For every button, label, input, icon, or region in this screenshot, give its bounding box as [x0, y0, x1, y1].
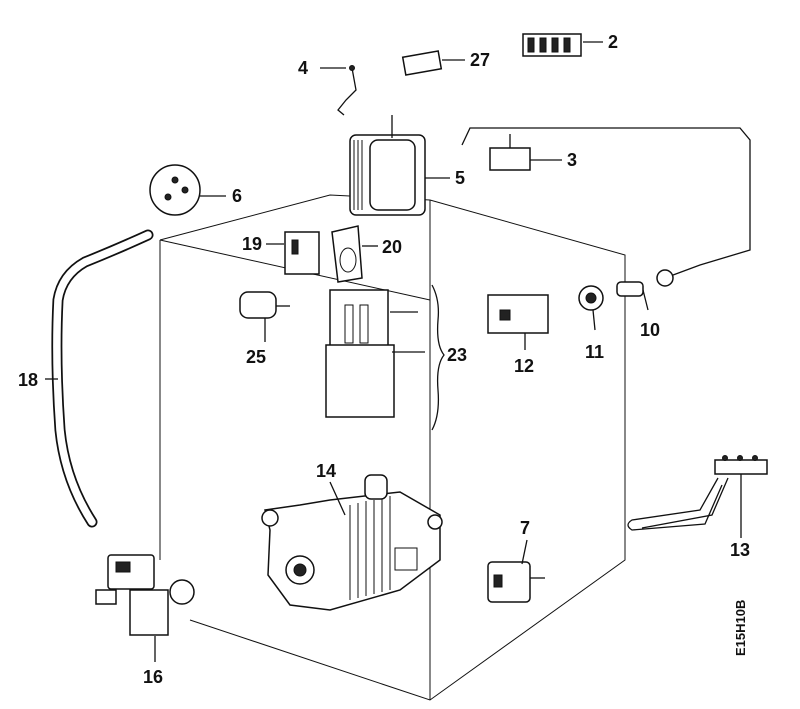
- part-27-component: [401, 50, 465, 76]
- part-20-gasket: [331, 225, 378, 283]
- part-label-23: 23: [447, 345, 467, 365]
- part-10-sensor: [616, 269, 674, 311]
- cabinet-outline: [159, 194, 626, 701]
- part-19-door-interlock: [266, 231, 320, 275]
- part-25-capacitor: [239, 291, 290, 342]
- part-label-6: 6: [232, 186, 242, 206]
- part-label-27: 27: [470, 50, 490, 70]
- part-label-11: 11: [585, 342, 604, 362]
- part-label-2: 2: [608, 32, 618, 52]
- part-5-programmer: [349, 115, 450, 216]
- part-7-valve: [487, 539, 545, 603]
- part-label-10: 10: [640, 320, 660, 340]
- part-label-25: 25: [246, 347, 266, 367]
- part-4-wire: [320, 65, 357, 116]
- part-16-pump: [95, 554, 195, 662]
- part-6-component: [149, 164, 226, 216]
- part-label-19: 19: [242, 234, 262, 254]
- part-12-switch: [487, 294, 549, 350]
- part-label-16: 16: [143, 667, 163, 687]
- part-label-12: 12: [514, 356, 534, 376]
- part-label-13: 13: [730, 540, 750, 560]
- part-14-motor: [261, 474, 443, 611]
- part-13-heater: [627, 455, 768, 538]
- part-label-5: 5: [455, 168, 465, 188]
- figure-code: E15H10B: [733, 600, 748, 656]
- part-label-7: 7: [520, 518, 530, 538]
- part-label-20: 20: [382, 237, 402, 257]
- part-18-hose: [45, 229, 154, 528]
- part-label-18: 18: [18, 370, 38, 390]
- part-11-dial: [578, 285, 604, 331]
- part-3-pressure-switch: [461, 127, 751, 279]
- part-23-module: [325, 284, 445, 431]
- part-label-3: 3: [567, 150, 577, 170]
- part-label-14: 14: [316, 461, 336, 481]
- part-2-terminal-block: [522, 33, 603, 57]
- part-label-4: 4: [298, 58, 308, 78]
